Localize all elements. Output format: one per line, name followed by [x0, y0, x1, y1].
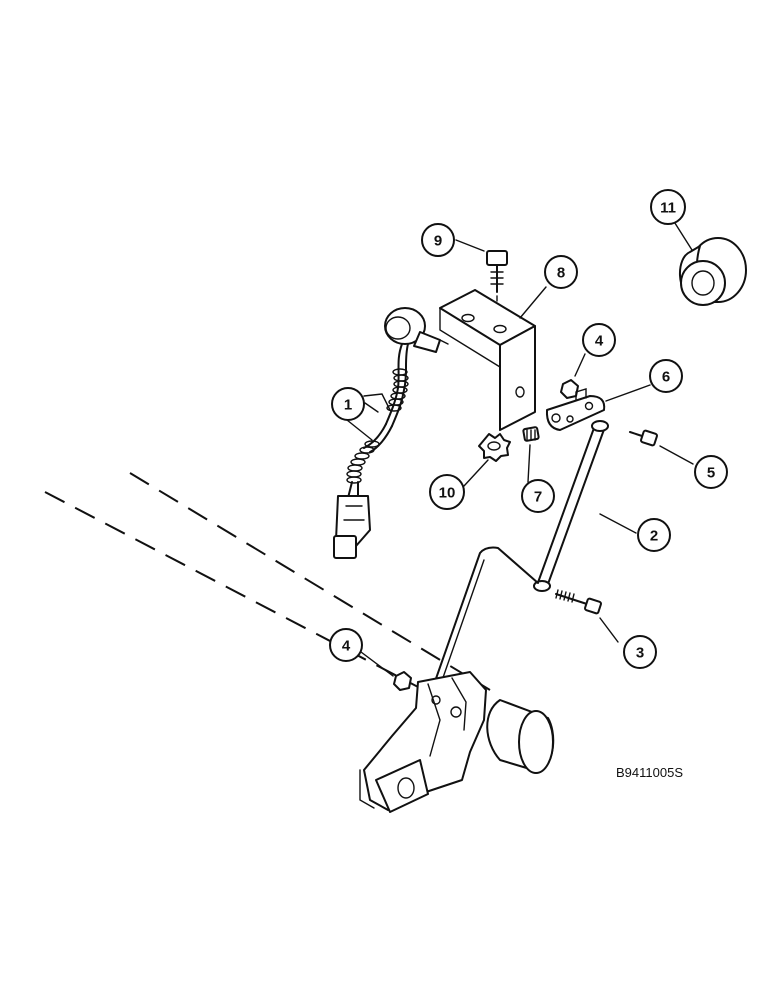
callout-8-label: 8 — [557, 265, 565, 282]
callout-3-label: 3 — [636, 645, 644, 662]
callout-7-label: 7 — [534, 489, 542, 506]
callout-4-upper-label: 4 — [595, 333, 604, 350]
lever-arm-part — [545, 388, 606, 431]
callout-11-label: 11 — [660, 200, 676, 217]
mounting-bracket-part — [439, 289, 536, 431]
callout-10-label: 10 — [439, 485, 456, 502]
pedal-lever-part — [359, 546, 555, 813]
bottom-bolt-part — [555, 589, 602, 615]
callout-5-label: 5 — [707, 465, 715, 482]
sensor-harness-part — [333, 307, 449, 559]
callout-6: 6 — [649, 359, 683, 393]
callout-9: 9 — [421, 223, 455, 257]
callout-11: 11 — [650, 189, 686, 225]
callout-1-label: 1 — [344, 397, 352, 414]
set-screw-part — [522, 426, 540, 442]
grommet-part — [678, 237, 747, 306]
reference-code: B9411005S — [616, 765, 683, 780]
callout-1: 1 — [331, 387, 365, 421]
screw-part — [629, 429, 658, 447]
callout-4-lower: 4 — [329, 628, 363, 662]
callout-6-label: 6 — [662, 369, 670, 386]
callout-7: 7 — [521, 479, 555, 513]
link-rod-part — [533, 420, 609, 592]
callout-10: 10 — [429, 474, 465, 510]
callout-2: 2 — [637, 518, 671, 552]
callout-2-label: 2 — [650, 528, 658, 545]
callout-8: 8 — [544, 255, 578, 289]
callout-5: 5 — [694, 455, 728, 489]
dashed-guide-lines — [44, 472, 491, 691]
callout-4-lower-label: 4 — [342, 638, 351, 655]
leader-lines — [346, 219, 694, 677]
callout-9-label: 9 — [434, 233, 442, 250]
callout-4-upper: 4 — [582, 323, 616, 357]
lock-washer-part — [478, 433, 511, 462]
callout-3: 3 — [623, 635, 657, 669]
nut-lower-part — [393, 671, 412, 691]
